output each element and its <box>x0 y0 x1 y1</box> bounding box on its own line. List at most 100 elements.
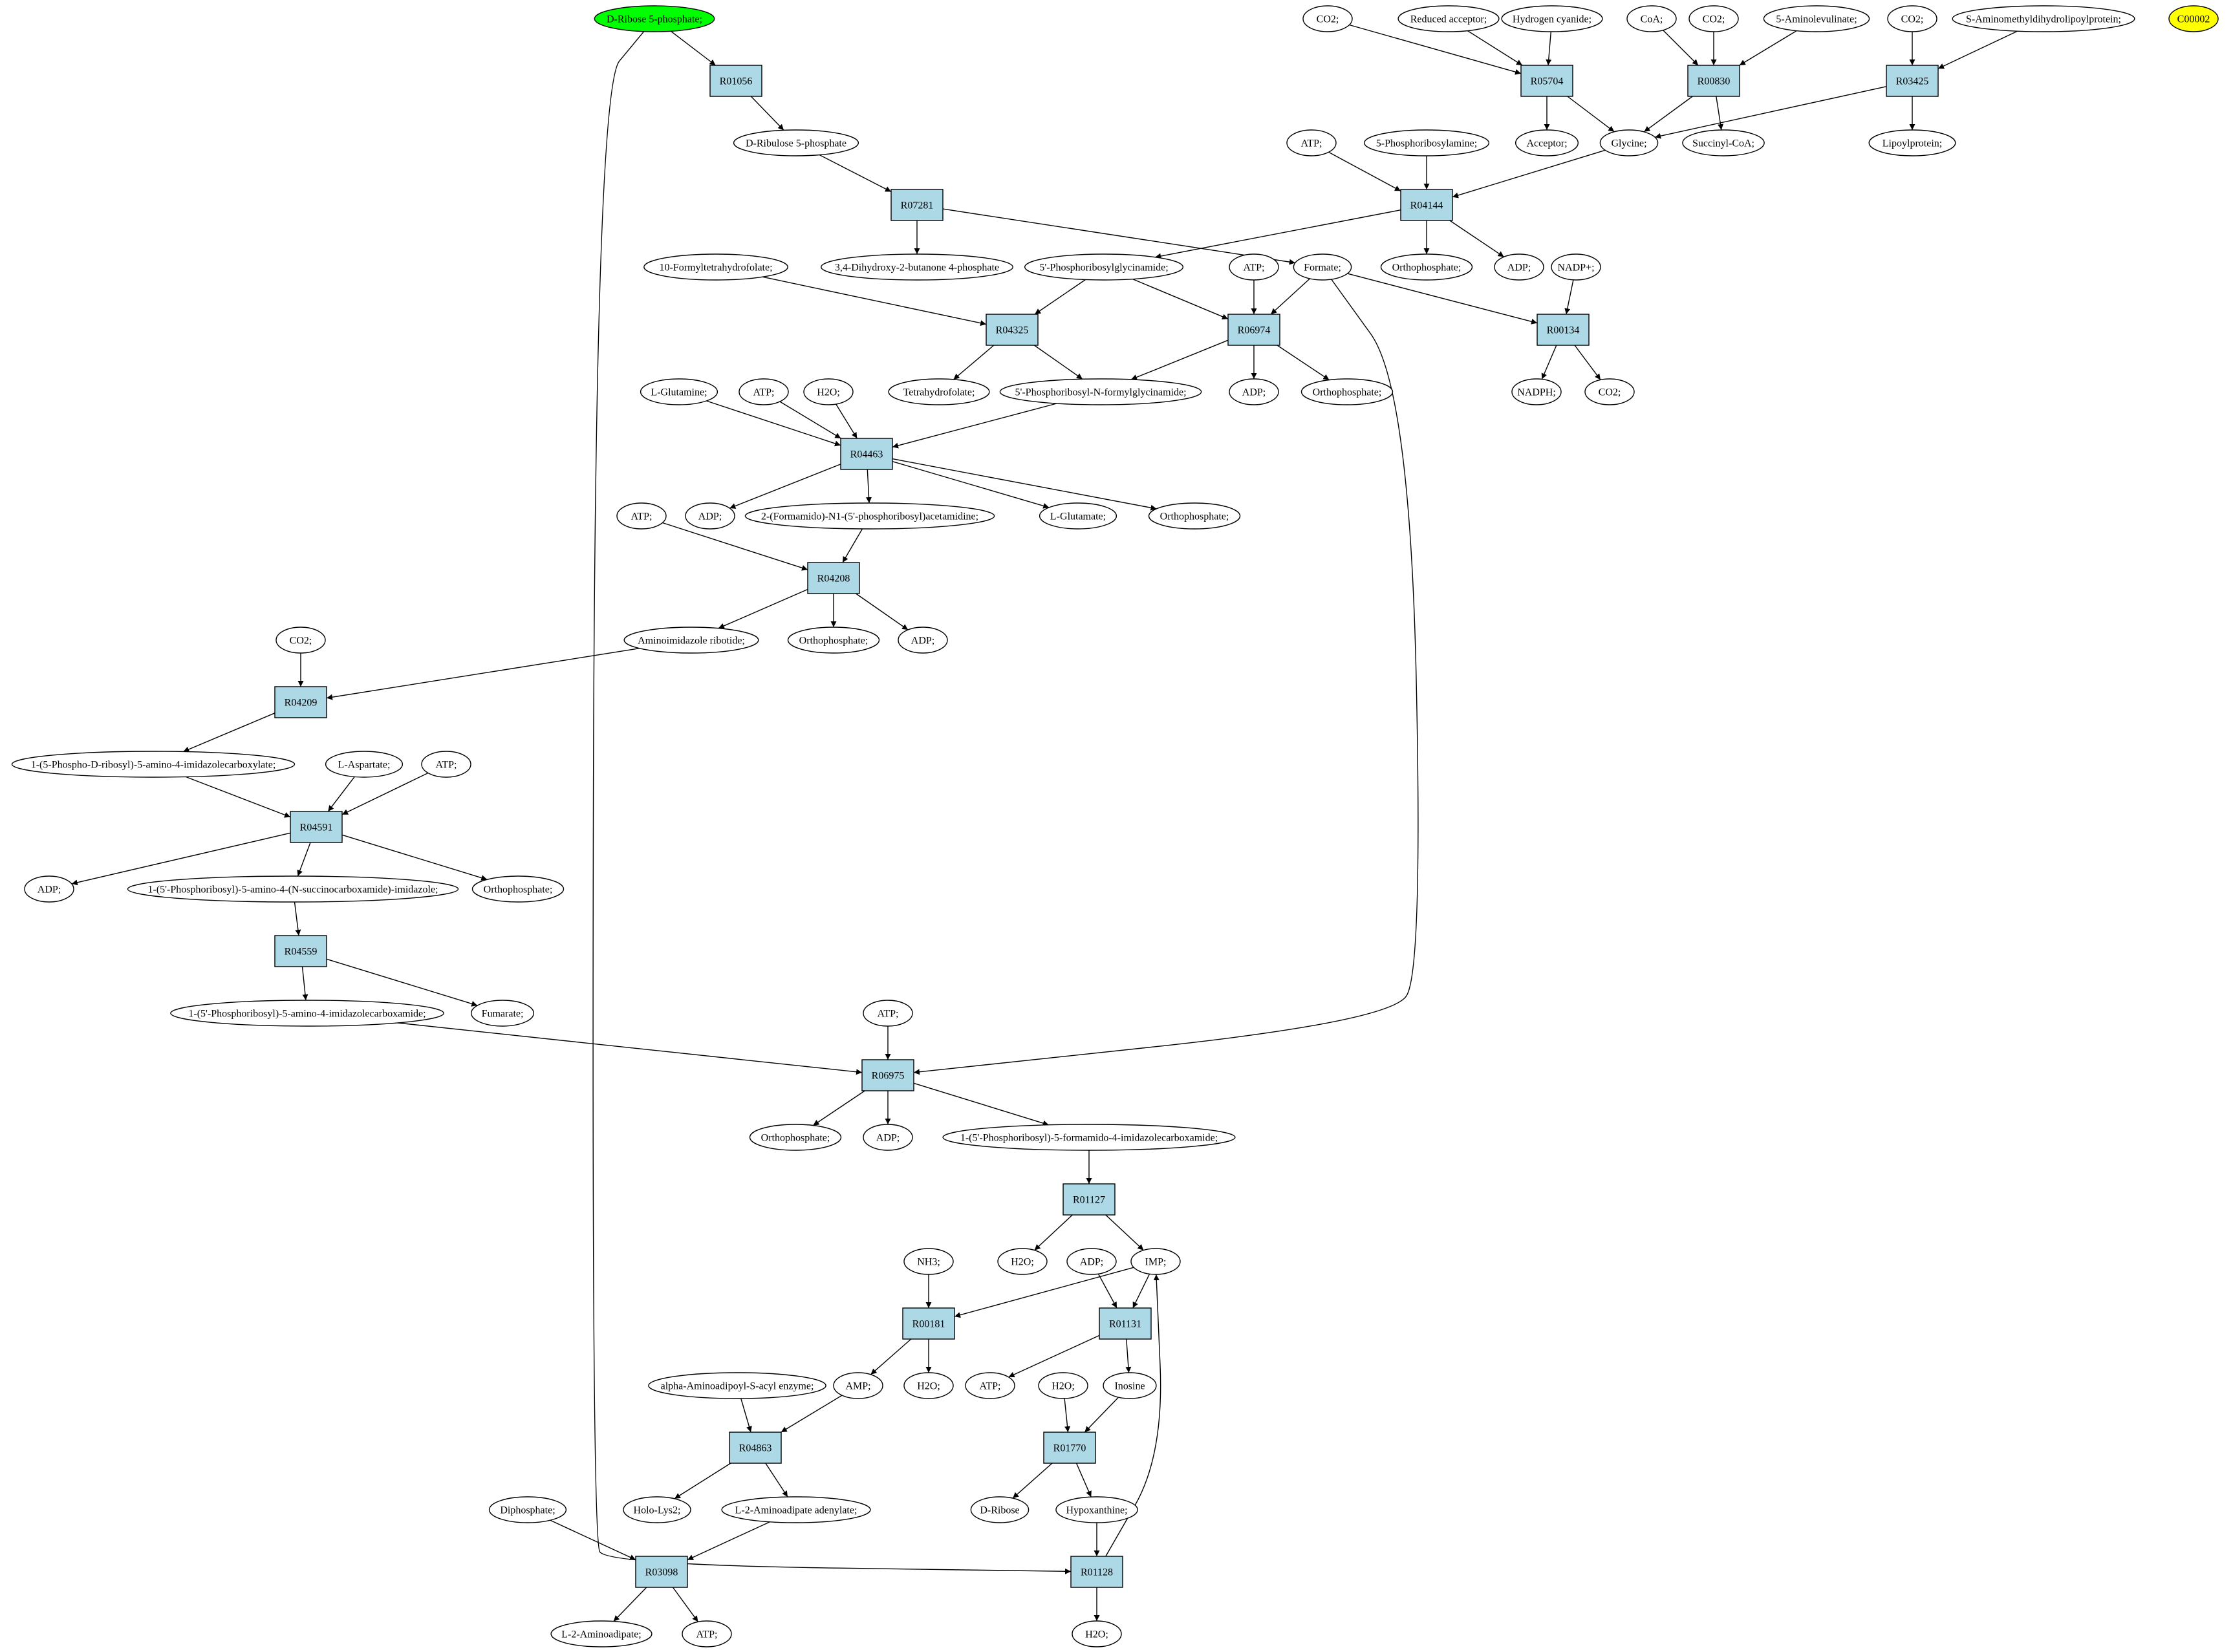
compound-node-c_acceptor[interactable]: Acceptor; <box>1515 129 1579 156</box>
reaction-node-r_R01770[interactable]: R01770 <box>1043 1432 1096 1464</box>
compound-node-c_samdlp[interactable]: S-Aminomethyldihydrolipoylprotein; <box>1952 5 2135 32</box>
compound-node-c_atp_d[interactable]: ATP; <box>616 502 667 530</box>
compound-node-c_dhbp[interactable]: 3,4-Dihydroxy-2-butanone 4-phosphate <box>821 253 1013 281</box>
reaction-node-r_R04208[interactable]: R04208 <box>807 562 860 594</box>
compound-node-c_gar[interactable]: 5'-Phosphoribosylglycinamide; <box>1024 253 1183 281</box>
reaction-node-r_R04144[interactable]: R04144 <box>1400 189 1453 221</box>
compound-node-c_co2_c[interactable]: CO2; <box>1887 5 1937 32</box>
reaction-node-r_R04559[interactable]: R04559 <box>274 935 327 967</box>
compound-node-c_ala5[interactable]: 5-Aminolevulinate; <box>1763 5 1870 32</box>
reaction-node-r_R04325[interactable]: R04325 <box>986 314 1039 346</box>
compound-node-c_gln[interactable]: L-Glutamine; <box>640 378 718 405</box>
compound-node-c_hypox[interactable]: Hypoxanthine; <box>1055 1496 1138 1523</box>
compound-node-c_ribose5p[interactable]: D-Ribose 5-phosphate; <box>594 5 715 32</box>
compound-node-c_imp[interactable]: IMP; <box>1130 1248 1181 1275</box>
compound-node-c_formate[interactable]: Formate; <box>1293 253 1352 281</box>
reaction-node-r_R00181[interactable]: R00181 <box>902 1307 955 1340</box>
reaction-node-r_R07281[interactable]: R07281 <box>890 189 944 221</box>
compound-node-c_nadp[interactable]: NADP+; <box>1551 253 1601 281</box>
compound-node-c_atp_e[interactable]: ATP; <box>421 751 471 778</box>
compound-node-c_hcn[interactable]: Hydrogen cyanide; <box>1501 5 1603 32</box>
compound-node-c_redacc[interactable]: Reduced acceptor; <box>1397 5 1500 32</box>
compound-node-c_inosine[interactable]: Inosine <box>1103 1372 1157 1399</box>
compound-node-c_pi_d[interactable]: Orthophosphate; <box>787 627 880 654</box>
reaction-node-r_R06975[interactable]: R06975 <box>861 1059 914 1091</box>
node-label: Acceptor; <box>1526 138 1567 149</box>
compound-node-c_nadph[interactable]: NADPH; <box>1511 378 1562 405</box>
compound-node-c_ribulose5p[interactable]: D-Ribulose 5-phosphate <box>733 129 859 156</box>
reaction-box <box>1400 189 1453 221</box>
reaction-node-r_R06974[interactable]: R06974 <box>1227 314 1280 346</box>
compound-node-c_atp_g[interactable]: ATP; <box>965 1372 1015 1399</box>
compound-node-c_co2_e[interactable]: CO2; <box>275 627 326 654</box>
compound-node-c_dribose[interactable]: D-Ribose <box>970 1496 1030 1523</box>
compound-node-c_adp_f[interactable]: ADP; <box>863 1124 913 1151</box>
reaction-node-r_R01128[interactable]: R01128 <box>1070 1556 1123 1588</box>
compound-node-c_cair[interactable]: 1-(5-Phospho-D-ribosyl)-5-amino-4-imidaz… <box>11 751 296 778</box>
reaction-node-r_R00830[interactable]: R00830 <box>1687 65 1740 97</box>
compound-node-c_l2aaa[interactable]: L-2-Aminoadipate adenylate; <box>721 1496 871 1523</box>
compound-node-c_coa[interactable]: CoA; <box>1626 5 1677 32</box>
compound-node-c_pi_b[interactable]: Orthophosphate; <box>1300 378 1394 405</box>
compound-node-c_adp_c[interactable]: ADP; <box>685 502 735 530</box>
compound-node-c_h2o_e[interactable]: H2O; <box>1072 1620 1122 1647</box>
compound-node-c_faicar[interactable]: 1-(5'-Phosphoribosyl)-5-formamido-4-imid… <box>942 1124 1236 1151</box>
reaction-node-r_R03098[interactable]: R03098 <box>635 1556 688 1588</box>
compound-node-c_atp_a[interactable]: ATP; <box>1286 129 1337 156</box>
compound-node-c_prpp_amine[interactable]: 5-Phosphoribosylamine; <box>1363 129 1490 156</box>
reaction-node-r_R05704[interactable]: R05704 <box>1520 65 1573 97</box>
compound-node-c_adp_a[interactable]: ADP; <box>1494 253 1544 281</box>
compound-node-c_succoa[interactable]: Succinyl-CoA; <box>1682 129 1765 156</box>
reaction-node-r_R03425[interactable]: R03425 <box>1886 65 1939 97</box>
compound-node-c_h2o_b[interactable]: H2O; <box>997 1248 1048 1275</box>
reaction-node-r_R01056[interactable]: R01056 <box>709 65 762 97</box>
reaction-node-r_R04591[interactable]: R04591 <box>290 811 343 843</box>
compound-node-c_atp_b[interactable]: ATP; <box>1229 253 1279 281</box>
compound-node-c_thf[interactable]: Tetrahydrofolate; <box>888 378 990 405</box>
edge-c_nadp-to-r_R00134 <box>1564 279 1574 315</box>
compound-node-c_atp_f[interactable]: ATP; <box>863 1000 913 1027</box>
compound-node-c_amp[interactable]: AMP; <box>833 1372 883 1399</box>
compound-node-c_l2aa[interactable]: L-2-Aminoadipate; <box>550 1620 653 1647</box>
compound-node-c_pi_e[interactable]: Orthophosphate; <box>471 875 565 903</box>
compound-node-c_diphos[interactable]: Diphosphate; <box>488 1496 567 1523</box>
edge-r_R06974-to-c_pi_b <box>1277 345 1330 381</box>
compound-node-c_h2o_d[interactable]: H2O; <box>1038 1372 1088 1399</box>
compound-node-c_air[interactable]: Aminoimidazole ribotide; <box>623 627 759 654</box>
compound-node-c_co2_b[interactable]: CO2; <box>1688 5 1739 32</box>
compound-node-c_saicar[interactable]: 1-(5'-Phosphoribosyl)-5-amino-4-(N-succi… <box>127 875 459 903</box>
compound-node-c_10fthf[interactable]: 10-Formyltetrahydrofolate; <box>643 253 788 281</box>
compound-node-c_glu[interactable]: L-Glutamate; <box>1039 502 1117 530</box>
compound-node-c_fumarate[interactable]: Fumarate; <box>471 1000 535 1027</box>
compound-node-c_co2_a[interactable]: CO2; <box>1302 5 1353 32</box>
compound-node-c_aicar[interactable]: 1-(5'-Phosphoribosyl)-5-amino-4-imidazol… <box>170 1000 444 1027</box>
compound-node-c_adp_b[interactable]: ADP; <box>1229 378 1279 405</box>
compound-node-c_nh3[interactable]: NH3; <box>903 1248 954 1275</box>
compound-node-c_adp_g[interactable]: ADP; <box>1066 1248 1117 1275</box>
reaction-node-r_R04463[interactable]: R04463 <box>840 438 893 470</box>
compound-node-c_fgam[interactable]: 2-(Formamido)-N1-(5'-phosphoribosyl)acet… <box>744 502 995 530</box>
compound-node-c_lipoyl[interactable]: Lipoylprotein; <box>1868 129 1956 156</box>
reaction-node-r_R00134[interactable]: R00134 <box>1537 314 1590 346</box>
compound-node-c_co2_d[interactable]: CO2; <box>1584 378 1635 405</box>
compound-node-c_pi_c[interactable]: Orthophosphate; <box>1148 502 1241 530</box>
compound-node-c_h2o_a[interactable]: H2O; <box>803 378 854 405</box>
reaction-node-r_R01127[interactable]: R01127 <box>1063 1183 1116 1216</box>
reaction-node-r_R04209[interactable]: R04209 <box>274 686 327 718</box>
compound-node-c_aaase[interactable]: alpha-Aminoadipoyl-S-acyl enzyme; <box>648 1372 826 1399</box>
compound-node-c_atp_h[interactable]: ATP; <box>682 1620 732 1647</box>
compound-node-c_c00002[interactable]: C00002 <box>2168 5 2219 32</box>
compound-node-c_h2o_c[interactable]: H2O; <box>903 1372 954 1399</box>
compound-node-c_fgar[interactable]: 5'-Phosphoribosyl-N-formylglycinamide; <box>999 378 1202 405</box>
node-label: R04463 <box>850 449 883 460</box>
compound-node-c_pi_a[interactable]: Orthophosphate; <box>1380 253 1473 281</box>
compound-node-c_asp[interactable]: L-Aspartate; <box>325 751 404 778</box>
reaction-node-r_R04863[interactable]: R04863 <box>729 1432 782 1464</box>
reaction-node-r_R01131[interactable]: R01131 <box>1099 1307 1152 1340</box>
compound-node-c_pi_f[interactable]: Orthophosphate; <box>749 1124 842 1151</box>
compound-node-c_atp_c[interactable]: ATP; <box>739 378 789 405</box>
compound-node-c_glycine[interactable]: Glycine; <box>1599 129 1659 156</box>
compound-node-c_hololys2[interactable]: Holo-Lys2; <box>623 1496 691 1523</box>
compound-node-c_adp_d[interactable]: ADP; <box>898 627 948 654</box>
compound-node-c_adp_e[interactable]: ADP; <box>24 875 74 903</box>
